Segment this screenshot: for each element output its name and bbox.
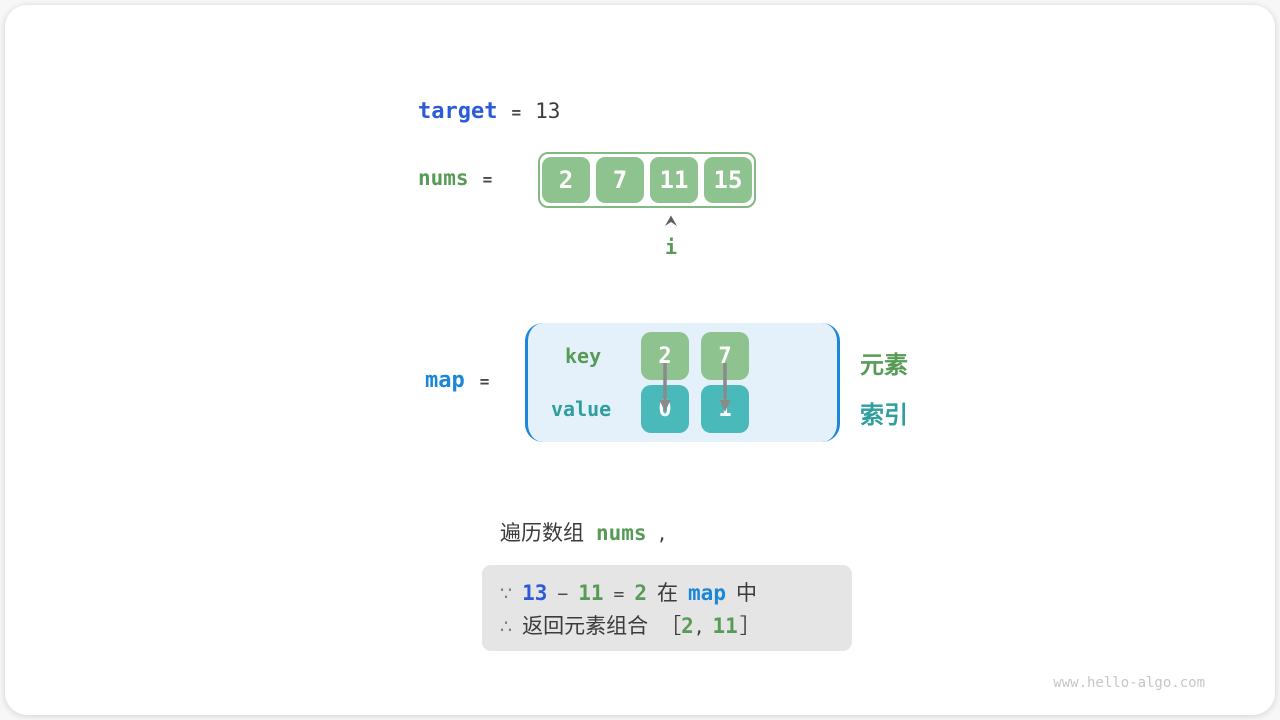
map-container: key value 2 7 0 1 <box>525 323 840 442</box>
up-arrowhead-icon <box>665 215 677 226</box>
nums-keyword: nums <box>418 166 469 190</box>
figure-card: target = 13 nums = 2 7 11 15 i map = key… <box>5 5 1275 715</box>
value-row-label: value <box>551 397 612 421</box>
result-second-value: 11 <box>712 613 738 638</box>
map-value-cell: 1 <box>701 385 749 433</box>
therefore-symbol: ∴ <box>500 615 513 638</box>
because-symbol: ∵ <box>500 582 513 605</box>
close-bracket: ］ <box>739 613 761 638</box>
map-key-cell: 7 <box>701 332 749 380</box>
map-expression: map = <box>425 368 489 393</box>
therefore-line: ∴ 返回元素组合 ［ 2 , 11 ］ <box>500 610 834 640</box>
equals-sign: = <box>479 372 490 391</box>
array-cell: 7 <box>596 157 644 203</box>
return-text: 返回元素组合 <box>522 613 649 638</box>
array-cell: 11 <box>650 157 698 203</box>
open-bracket: ［ <box>660 613 682 638</box>
array-cell: 2 <box>542 157 590 203</box>
target-keyword: target <box>418 99 498 124</box>
nums-expression: nums = <box>418 166 492 190</box>
element-side-label: 元素 <box>860 351 908 379</box>
caption-text: 遍历数组 <box>500 521 584 545</box>
target-expression: target = 13 <box>418 99 560 124</box>
map-keyword: map <box>688 580 726 605</box>
target-value: 13 <box>522 580 548 605</box>
caption-line: 遍历数组 nums , <box>500 517 665 547</box>
target-value: 13 <box>535 99 561 123</box>
current-element-value: 11 <box>578 580 604 605</box>
map-keyword: map <box>425 368 465 393</box>
pointer-variable-label: i <box>664 235 678 259</box>
map-key-cell: 2 <box>641 332 689 380</box>
map-value-cell: 0 <box>641 385 689 433</box>
minus-sign: − <box>557 583 569 605</box>
because-line: ∵ 13 − 11 = 2 在 map 中 <box>500 577 834 607</box>
website-watermark: www.hello-algo.com <box>1053 675 1205 691</box>
index-side-label: 索引 <box>860 401 908 429</box>
equals-sign: = <box>511 103 522 122</box>
key-row-label: key <box>565 344 602 368</box>
array-cell: 15 <box>704 157 752 203</box>
equals-sign: = <box>482 170 493 189</box>
zhong-word: 中 <box>735 580 757 605</box>
result-first-value: 2 <box>681 613 694 638</box>
in-word: 在 <box>657 580 679 605</box>
index-pointer: i <box>655 212 687 259</box>
nums-array: 2 7 11 15 <box>538 152 756 208</box>
complement-value: 2 <box>634 580 648 605</box>
conclusion-note-box: ∵ 13 − 11 = 2 在 map 中 ∴ 返回元素组合 ［ 2 , 11 … <box>482 565 852 651</box>
equals-sign: = <box>613 583 625 605</box>
result-comma: , <box>695 613 703 638</box>
caption-nums-keyword: nums <box>596 521 647 545</box>
caption-comma: , <box>658 521 666 545</box>
